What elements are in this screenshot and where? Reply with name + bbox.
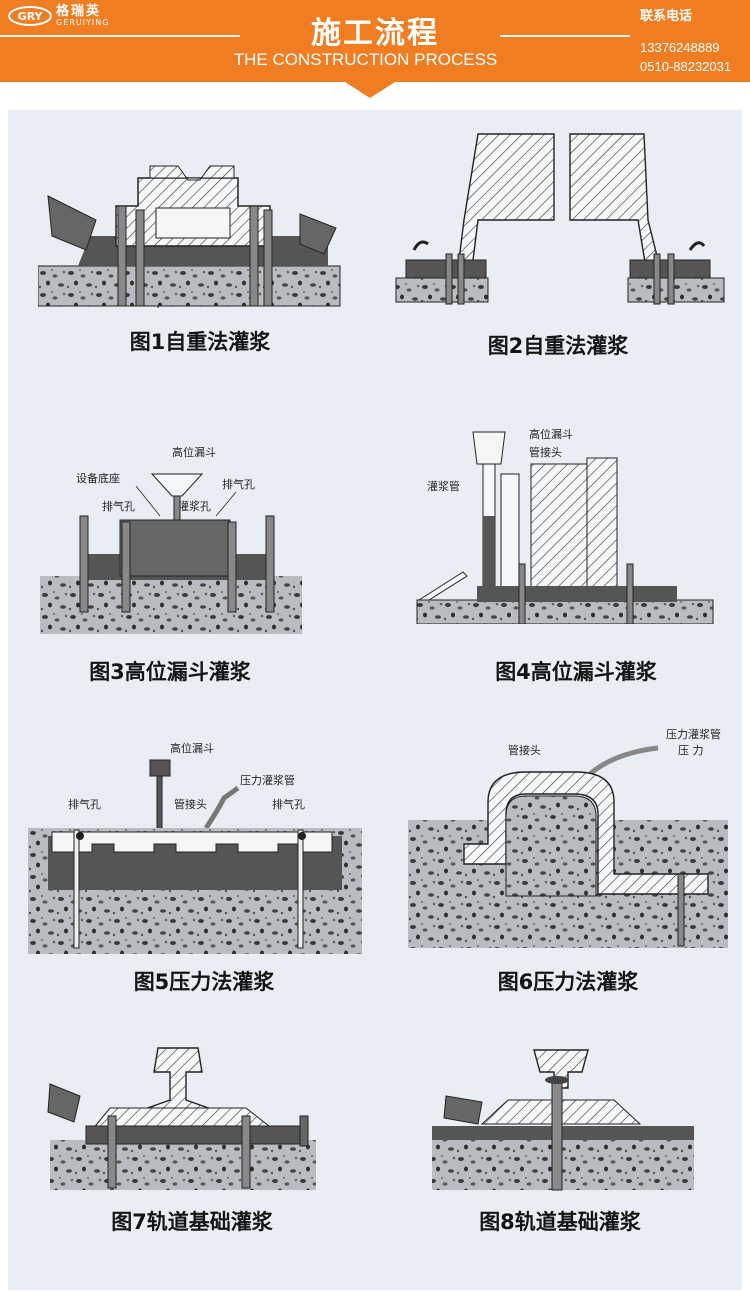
figure-2-caption: 图2自重法灌浆 (487, 334, 629, 358)
figure-4-label-funnel: 高位漏斗 (529, 427, 573, 441)
figure-6-caption: 图6压力法灌浆 (497, 970, 639, 994)
banner-pointer (345, 82, 395, 98)
contact-label: 联系电话 (640, 9, 693, 24)
brand-logo: GRY 格瑞英 GERUIYING (8, 4, 109, 28)
figure-3-label-vent-right: 排气孔 (222, 477, 255, 491)
figure-3-caption: 图3高位漏斗灌浆 (89, 660, 251, 684)
page-subtitle: THE CONSTRUCTION PROCESS (233, 50, 498, 69)
figure-6-label-joint: 管接头 (508, 743, 541, 757)
figure-4-diagram: 高位漏斗 管接头 灌浆管 (416, 427, 714, 624)
contact-phone-mobile: 13376248889 (640, 40, 720, 55)
figure-2-diagram (395, 133, 725, 305)
figure-5-label-joint: 管接头 (174, 797, 207, 811)
logo-name-en: GERUIYING (56, 18, 110, 27)
contact-phone-landline: 0510-88232031 (640, 59, 732, 74)
logo-name-cn: 格瑞英 (56, 4, 102, 19)
figure-3-label-grout-hole: 灌浆孔 (178, 499, 211, 513)
figure-6-label-pressure-pipe: 压力灌浆管 (666, 727, 721, 741)
figure-3-diagram: 高位漏斗 设备底座 排气孔 灌浆孔 排气孔 (40, 445, 302, 634)
process-sheet (8, 110, 742, 1290)
figure-5-label-vent-right: 排气孔 (272, 797, 305, 811)
figure-7-diagram (47, 1047, 316, 1190)
header-rule-left (0, 35, 240, 37)
figure-6-label-pressure: 压 力 (678, 744, 704, 757)
figure-8-diagram (432, 1049, 694, 1191)
figure-8-caption: 图8轨道基础灌浆 (479, 1210, 641, 1234)
page-title: 施工流程 (311, 16, 439, 51)
figure-5-caption: 图5压力法灌浆 (133, 970, 275, 994)
figure-3-label-funnel: 高位漏斗 (172, 445, 216, 459)
figure-7-caption: 图7轨道基础灌浆 (111, 1210, 273, 1234)
figure-1-caption: 图1自重法灌浆 (129, 330, 271, 354)
logo-mark: GRY (8, 6, 52, 26)
figure-5-label-vent-left: 排气孔 (68, 797, 101, 811)
figure-5-label-pressure-pipe: 压力灌浆管 (240, 773, 295, 787)
header-banner: GRY 格瑞英 GERUIYING 施工流程 THE CONSTRUCTION … (0, 0, 750, 82)
figure-5-label-funnel: 高位漏斗 (170, 741, 214, 755)
figure-6-diagram: 管接头 压力灌浆管 压 力 (408, 727, 728, 948)
figure-5-diagram: 高位漏斗 压力灌浆管 排气孔 管接头 排气孔 (28, 741, 362, 954)
figure-4-label-pipe: 灌浆管 (427, 479, 460, 493)
figure-3-label-base: 设备底座 (76, 471, 120, 485)
figure-3-label-vent-left: 排气孔 (102, 499, 135, 513)
figure-4-label-joint: 管接头 (529, 445, 562, 459)
figure-1-diagram (38, 165, 341, 308)
header-rule-right (500, 35, 630, 37)
figure-4-caption: 图4高位漏斗灌浆 (495, 660, 657, 684)
